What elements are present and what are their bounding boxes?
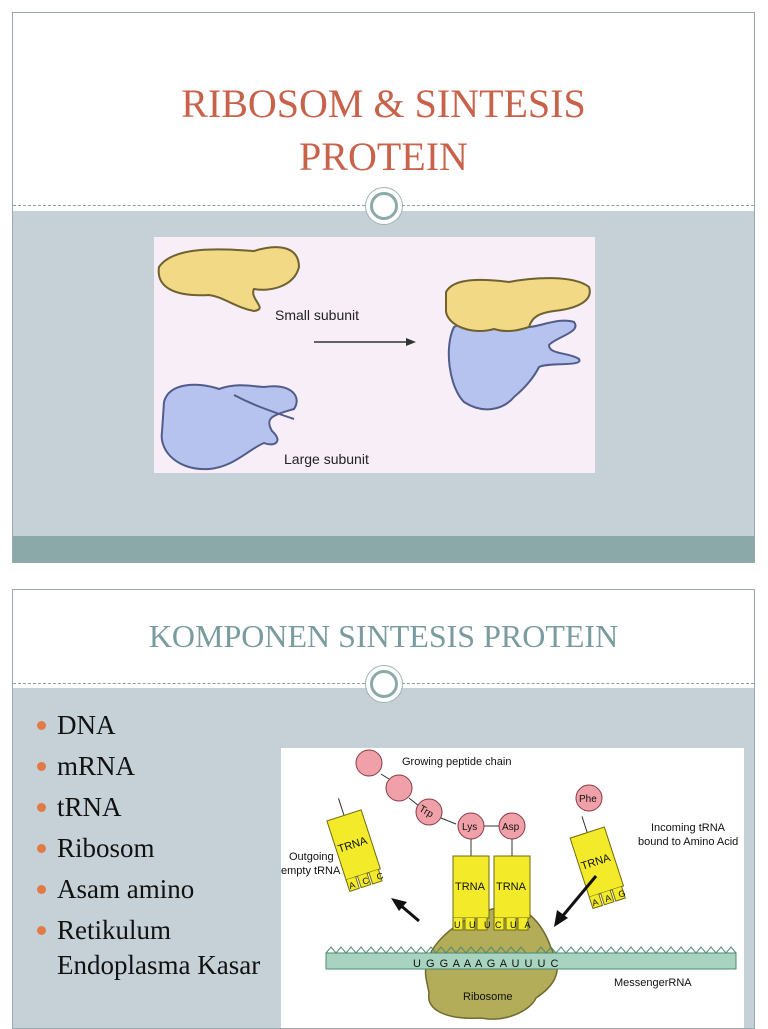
- svg-text:Asp: Asp: [502, 822, 520, 833]
- svg-text:U U U: U U U: [454, 920, 494, 930]
- list-item: mRNA: [31, 749, 267, 784]
- mrna-label: MessengerRNA: [614, 977, 692, 989]
- arrow-down-left-icon: [559, 875, 598, 919]
- list-item: DNA: [31, 708, 267, 743]
- ribosome-subunits-figure: Small subunit Large subunit: [154, 237, 595, 473]
- slide-komponen: KOMPONEN SINTESIS PROTEIN DNA mRNA tRNA …: [12, 589, 755, 1029]
- divider-circle-icon: [365, 187, 403, 225]
- assembled-small-subunit: [445, 277, 591, 333]
- svg-text:TRNA: TRNA: [496, 881, 527, 893]
- mrna-strand: [325, 952, 737, 970]
- slide-ribosom: RIBOSOM & SINTESIS PROTEIN Small subunit…: [12, 12, 755, 563]
- bullet-icon: [37, 844, 46, 853]
- slide2-title: KOMPONEN SINTESIS PROTEIN: [148, 618, 619, 654]
- slide1-title-line1: RIBOSOM & SINTESIS: [181, 81, 586, 126]
- trna-lys: [452, 855, 490, 919]
- trna-asp: [493, 855, 531, 919]
- amino-acid-circle: [355, 749, 383, 777]
- incoming-trna: TRNA A A G: [569, 816, 630, 910]
- list-item: Asam amino: [31, 872, 267, 907]
- bullet-icon: [37, 803, 46, 812]
- assembled-large-subunit: [447, 319, 581, 411]
- incoming-label-2: bound to Amino Acid: [638, 836, 738, 848]
- bullet-icon: [37, 926, 46, 935]
- svg-text:C U A: C U A: [495, 920, 534, 930]
- list-item: Ribosom: [31, 831, 267, 866]
- amino-acid-phe: [575, 784, 603, 812]
- slide1-footer-band: [13, 536, 754, 562]
- slide1-title-line2: PROTEIN: [299, 134, 468, 179]
- divider-circle-icon: [365, 665, 403, 703]
- bullet-icon: [37, 762, 46, 771]
- outgoing-trna: TRNA A C C: [326, 798, 387, 892]
- list-item: tRNA: [31, 790, 267, 825]
- list-item: Retikulum Endoplasma Kasar: [31, 913, 267, 983]
- svg-text:Phe: Phe: [579, 794, 597, 805]
- amino-acid-trp: [415, 798, 443, 826]
- amino-acid-circle: [385, 774, 413, 802]
- large-subunit-shape: [160, 383, 298, 471]
- ribosome-label: Ribosome: [463, 991, 513, 1003]
- component-list: DNA mRNA tRNA Ribosom Asam amino Retikul…: [31, 708, 267, 989]
- bullet-icon: [37, 721, 46, 730]
- svg-text:Lys: Lys: [462, 822, 477, 833]
- mrna-sequence: U G G A A A G A U U U C: [413, 958, 560, 970]
- small-subunit-label: Small subunit: [275, 307, 359, 323]
- large-subunit-label: Large subunit: [284, 451, 369, 467]
- bullet-icon: [37, 885, 46, 894]
- outgoing-label-2: empty tRNA: [281, 865, 341, 877]
- slide1-title: RIBOSOM & SINTESIS PROTEIN: [13, 77, 754, 183]
- small-subunit-shape: [157, 246, 301, 313]
- svg-text:TRNA: TRNA: [455, 881, 486, 893]
- protein-synthesis-figure: U G G A A A G A U U U C Trp Lys Asp Grow…: [281, 748, 744, 1028]
- peptide-chain-label: Growing peptide chain: [402, 756, 511, 768]
- incoming-label: Incoming tRNA: [651, 822, 726, 834]
- slide1-title-area: RIBOSOM & SINTESIS PROTEIN: [13, 13, 754, 209]
- outgoing-label: Outgoing: [289, 851, 334, 863]
